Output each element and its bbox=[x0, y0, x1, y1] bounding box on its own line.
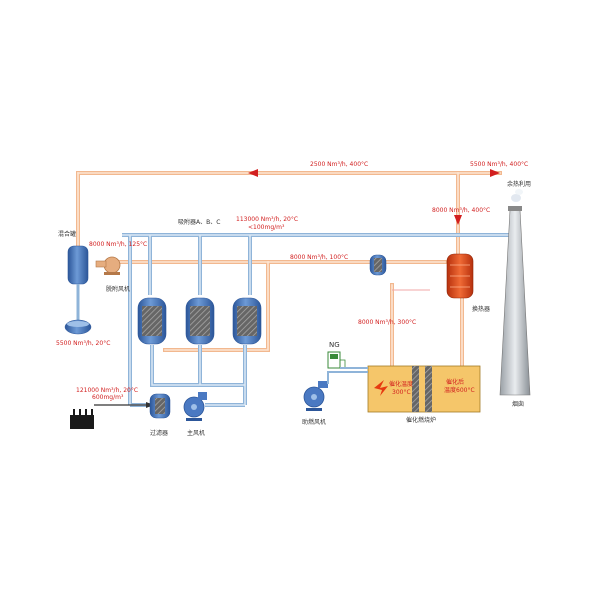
label-flow-113000: 113000 Nm³/h, 20°C bbox=[236, 216, 298, 223]
mixing-tank bbox=[67, 245, 89, 320]
label-chimney: 烟囱 bbox=[512, 400, 524, 408]
label-catalytic-after-1: 催化后 bbox=[446, 378, 464, 386]
fan-icon bbox=[103, 256, 121, 274]
main-filter bbox=[149, 393, 171, 419]
label-catalytic-preheat-1: 催化温度 bbox=[389, 380, 413, 388]
label-adsorber-abc: 吸附器A、B、C bbox=[178, 218, 220, 226]
flame-icon bbox=[374, 380, 388, 396]
label-top-flow-right: 5500 Nm³/h, 400°C bbox=[470, 161, 528, 168]
inlet-filter bbox=[64, 319, 92, 335]
label-desorption-fan: 脱附风机 bbox=[106, 285, 130, 293]
label-catalytic-furnace: 催化燃烧炉 bbox=[406, 416, 436, 424]
gas-pump bbox=[327, 351, 368, 369]
label-flow-5500-20: 5500 Nm³/h, 20°C bbox=[56, 340, 110, 347]
combustion-fan bbox=[303, 371, 368, 411]
chimney-icon bbox=[499, 209, 531, 396]
label-main-fan: 主风机 bbox=[187, 429, 205, 437]
inline-filter bbox=[369, 254, 387, 276]
flow-arrows bbox=[248, 169, 500, 225]
heat-exchanger bbox=[446, 253, 474, 299]
catalytic-furnace bbox=[367, 365, 481, 413]
inlet-assembly bbox=[70, 392, 207, 429]
arrow-right-icon bbox=[490, 169, 500, 177]
labels: 2500 Nm³/h, 400°C 5500 Nm³/h, 400°C 余热利用… bbox=[56, 161, 531, 437]
label-mixing-tank: 混合罐 bbox=[58, 230, 76, 238]
main-fan bbox=[183, 392, 207, 421]
label-catalytic-preheat-2: 300°C bbox=[392, 389, 411, 396]
adsorber-a bbox=[137, 297, 167, 345]
arrow-left-icon bbox=[248, 169, 258, 177]
adsorber-c bbox=[232, 297, 262, 345]
label-combustion-fan: 助燃风机 bbox=[302, 418, 326, 426]
label-heat-exchanger: 换热器 bbox=[472, 305, 490, 313]
label-waste-heat: 余热利用 bbox=[507, 180, 531, 188]
label-ng: NG bbox=[329, 341, 340, 349]
label-catalytic-after-2: 温度600°C bbox=[444, 386, 475, 394]
chimney bbox=[499, 189, 531, 396]
adsorber-b bbox=[185, 297, 215, 345]
desorption-fan bbox=[95, 256, 121, 275]
label-flow-8000-300: 8000 Nm³/h, 300°C bbox=[358, 319, 416, 326]
arrow-down-icon bbox=[454, 215, 462, 225]
adsorbers bbox=[137, 297, 262, 345]
label-filter: 过滤器 bbox=[150, 429, 168, 437]
label-flow-121000: 121000 Nm³/h, 20°C bbox=[76, 387, 138, 394]
label-conc-600: 600mg/m³ bbox=[92, 394, 124, 401]
label-top-flow-left: 2500 Nm³/h, 400°C bbox=[310, 161, 368, 168]
label-flow-8000-125: 8000 Nm³/h, 125°C bbox=[89, 241, 147, 248]
label-conc-100: <100mg/m³ bbox=[248, 224, 285, 231]
label-flow-8000-400: 8000 Nm³/h, 400°C bbox=[432, 207, 490, 214]
label-flow-8000-100: 8000 Nm³/h, 100°C bbox=[290, 254, 348, 261]
